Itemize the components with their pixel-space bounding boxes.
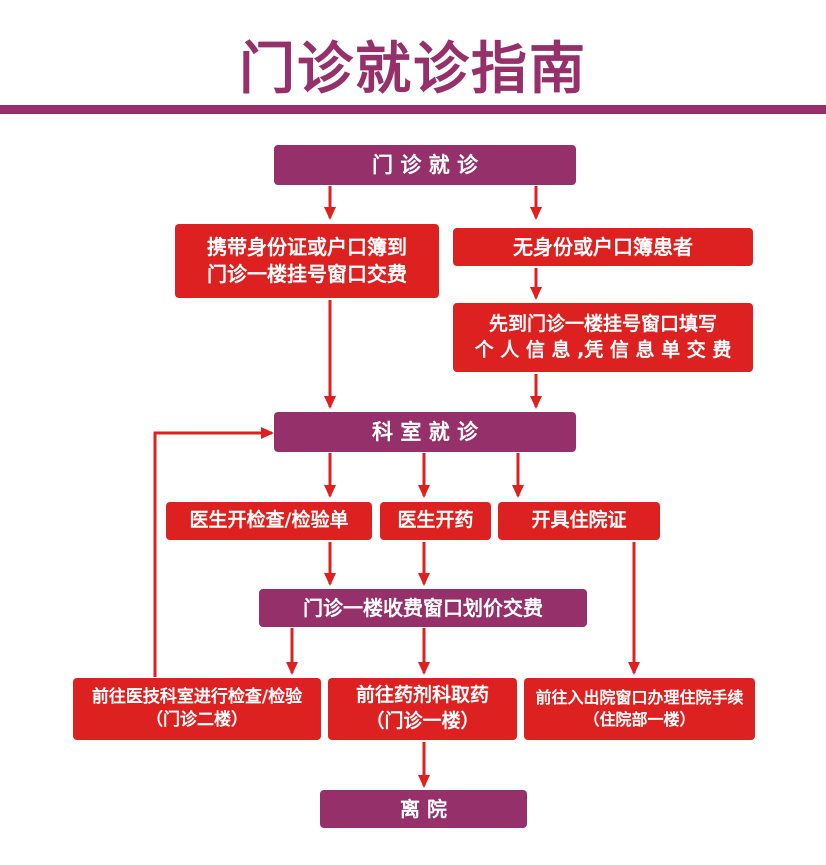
node-exam-order: 医生开检查/检验单 xyxy=(166,502,372,540)
node-admission-office: 前往入出院窗口办理住院手续 （住院部一楼） xyxy=(524,678,755,740)
node-medtech: 前往医技科室进行检查/检验 （门诊二楼） xyxy=(73,678,321,740)
title-divider xyxy=(0,105,826,114)
node-with-id-register: 携带身份证或户口簿到 门诊一楼挂号窗口交费 xyxy=(175,224,439,298)
node-leave-hospital: 离 院 xyxy=(320,790,527,828)
arrow-medtech-back-to-department xyxy=(153,427,274,677)
node-admission-cert: 开具住院证 xyxy=(498,502,660,540)
node-prescribe: 医生开药 xyxy=(380,502,491,540)
page-title: 门诊就诊指南 xyxy=(239,37,587,102)
node-department-visit: 科 室 就 诊 xyxy=(274,412,576,452)
node-pharmacy: 前往药剂科取药 （门诊一楼） xyxy=(328,678,517,740)
node-fill-info: 先到门诊一楼挂号窗口填写 个 人 信 息 ,凭 信 息 单 交 费 xyxy=(453,303,753,372)
node-pay-window: 门诊一楼收费窗口划价交费 xyxy=(259,589,587,627)
node-without-id: 无身份或户口簿患者 xyxy=(453,228,753,266)
node-outpatient-visit: 门 诊 就 诊 xyxy=(274,145,576,185)
